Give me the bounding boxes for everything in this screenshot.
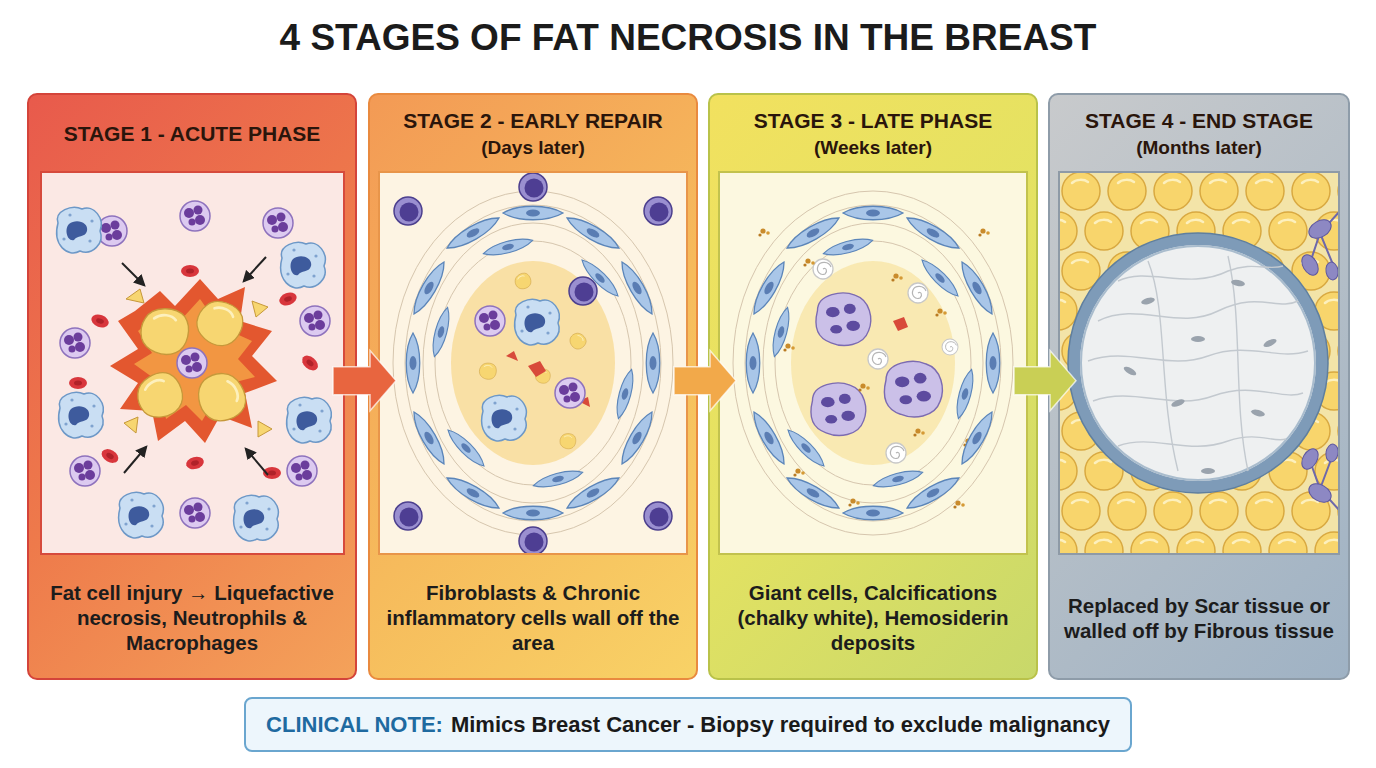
- stage-arrow: [333, 351, 396, 411]
- end-stage-illustration: [1058, 171, 1340, 555]
- stage-heading: STAGE 3 - LATE PHASE: [754, 107, 992, 135]
- stage-caption: Replaced by Scar tissue or walled off by…: [1058, 593, 1340, 643]
- note-text: Mimics Breast Cancer - Biopsy required t…: [451, 712, 1110, 738]
- stage-caption: Giant cells, Calcifications (chalky whit…: [721, 580, 1026, 655]
- panel-header: STAGE 1 - ACUTE PHASE: [29, 95, 355, 173]
- panel-caption-area: Giant cells, Calcifications (chalky whit…: [710, 557, 1036, 678]
- panel-header: STAGE 3 - LATE PHASE(Weeks later): [710, 95, 1036, 173]
- early-repair-illustration: [378, 171, 688, 555]
- clinical-note-box: CLINICAL NOTE: Mimics Breast Cancer - Bio…: [244, 697, 1132, 752]
- stage-timing: (Months later): [1136, 135, 1262, 161]
- acute-phase-illustration: [40, 171, 345, 555]
- stage-caption: Fat cell injury → Liquefactive necrosis,…: [37, 580, 347, 655]
- panel-header: STAGE 4 - END STAGE(Months later): [1050, 95, 1348, 173]
- page-title: 4 STAGES OF FAT NECROSIS IN THE BREAST: [0, 17, 1376, 59]
- stage-heading: STAGE 1 - ACUTE PHASE: [64, 120, 321, 148]
- stage-arrow: [674, 351, 736, 411]
- stage-caption: Fibroblasts & Chronic inflammatory cells…: [383, 580, 683, 655]
- note-label: CLINICAL NOTE:: [266, 712, 443, 738]
- panel-header: STAGE 2 - EARLY REPAIR(Days later): [370, 95, 696, 173]
- late-phase-illustration: [718, 171, 1028, 555]
- panel-caption-area: Replaced by Scar tissue or walled off by…: [1050, 557, 1348, 678]
- stage-timing: (Weeks later): [814, 135, 932, 161]
- stage-timing: (Days later): [481, 135, 585, 161]
- stage-arrow: [1014, 351, 1076, 411]
- panel-caption-area: Fibroblasts & Chronic inflammatory cells…: [370, 557, 696, 678]
- panel-caption-area: Fat cell injury → Liquefactive necrosis,…: [29, 557, 355, 678]
- stage-heading: STAGE 2 - EARLY REPAIR: [403, 107, 662, 135]
- stage-heading: STAGE 4 - END STAGE: [1085, 107, 1313, 135]
